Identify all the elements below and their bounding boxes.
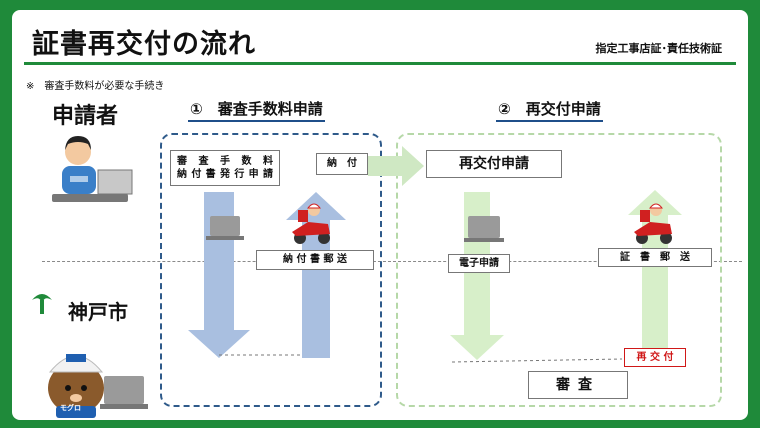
blue-up-arrow — [286, 192, 346, 358]
examination-label: 審査 — [528, 371, 628, 399]
green-down-arrow — [450, 192, 504, 360]
title-divider — [24, 62, 736, 65]
slide: 証書再交付の流れ 指定工事店証･責任技術証 ※ 審査手数料が必要な手続き 申請者… — [12, 10, 748, 420]
laptop-icon — [206, 216, 244, 240]
kobe-city-emblem-icon — [32, 294, 52, 314]
step1-title: ① 審査手数料申請 — [188, 98, 325, 122]
blue-down-arrow — [188, 192, 250, 358]
payment-flow-arrow — [368, 146, 424, 186]
certificate-mail-label: 証 書 郵 送 — [598, 248, 712, 267]
flow-diagram — [32, 136, 682, 418]
step2-title: ② 再交付申請 — [496, 98, 603, 122]
kobe-city-label: 神戸市 — [68, 300, 128, 324]
page-subtitle: 指定工事店証･責任技術証 — [595, 42, 723, 55]
step2-region — [396, 133, 722, 407]
fee-notice-line1: 審査手数料 — [177, 156, 273, 167]
fee-note: ※ 審査手数料が必要な手続き — [26, 81, 165, 92]
payment-label: 納 付 — [316, 153, 368, 175]
page-title: 証書再交付の流れ — [32, 29, 256, 60]
delivery-scooter-icon — [634, 203, 672, 244]
step1-region — [160, 133, 382, 407]
notice-mail-label: 納 付 書 郵 送 — [256, 250, 374, 270]
laptop-icon — [464, 216, 504, 242]
fee-notice-request-label: 審査手数料 納付書発行申請 — [170, 150, 280, 186]
reissue-label: 再 交 付 — [624, 348, 686, 367]
person-at-laptop-icon — [52, 136, 133, 202]
swimlane-divider — [42, 261, 742, 262]
mascot-badge: モグロ — [60, 404, 81, 412]
delivery-scooter-icon — [292, 203, 330, 244]
online-application-label: 電子申請 — [448, 254, 510, 273]
fee-notice-line2: 納付書発行申請 — [177, 169, 273, 180]
green-up-arrow — [628, 190, 682, 358]
applicant-label: 申請者 — [52, 104, 119, 129]
reissue-application-label: 再交付申請 — [426, 150, 562, 178]
mascot-mole-icon — [48, 354, 148, 418]
